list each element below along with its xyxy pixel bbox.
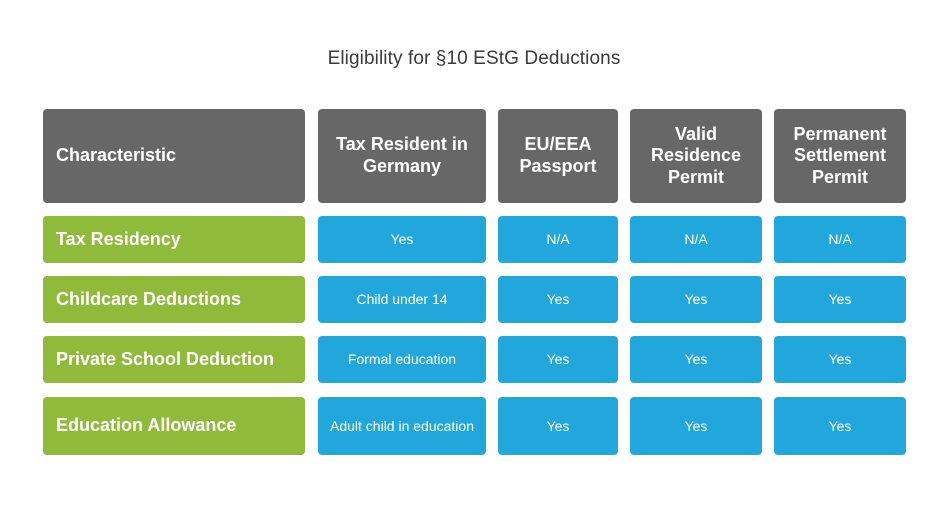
table-cell: Yes <box>498 336 618 383</box>
table-cell: Yes <box>630 336 762 383</box>
row-label-education-allowance: Education Allowance <box>43 397 305 455</box>
header-tax-resident: Tax Resident in Germany <box>318 109 486 203</box>
header-characteristic: Characteristic <box>43 109 305 203</box>
header-settlement-permit: Permanent Settlement Permit <box>774 109 906 203</box>
table-cell: N/A <box>498 216 618 263</box>
table-cell: Yes <box>498 276 618 323</box>
table-cell: Yes <box>498 397 618 455</box>
header-eu-eea-passport: EU/EEA Passport <box>498 109 618 203</box>
table-cell: Child under 14 <box>318 276 486 323</box>
table-cell: N/A <box>774 216 906 263</box>
table-cell: Yes <box>774 336 906 383</box>
table-cell: Formal education <box>318 336 486 383</box>
table-cell: Yes <box>318 216 486 263</box>
table-cell: N/A <box>630 216 762 263</box>
row-label-private-school-deduction: Private School Deduction <box>43 336 305 383</box>
page-title: Eligibility for §10 EStG Deductions <box>327 48 621 69</box>
table-cell: Yes <box>774 276 906 323</box>
row-label-tax-residency: Tax Residency <box>43 216 305 263</box>
table-cell: Yes <box>630 276 762 323</box>
row-label-childcare-deductions: Childcare Deductions <box>43 276 305 323</box>
table-cell: Yes <box>774 397 906 455</box>
table-cell: Adult child in education <box>318 397 486 455</box>
table-cell: Yes <box>630 397 762 455</box>
header-residence-permit: Valid Residence Permit <box>630 109 762 203</box>
